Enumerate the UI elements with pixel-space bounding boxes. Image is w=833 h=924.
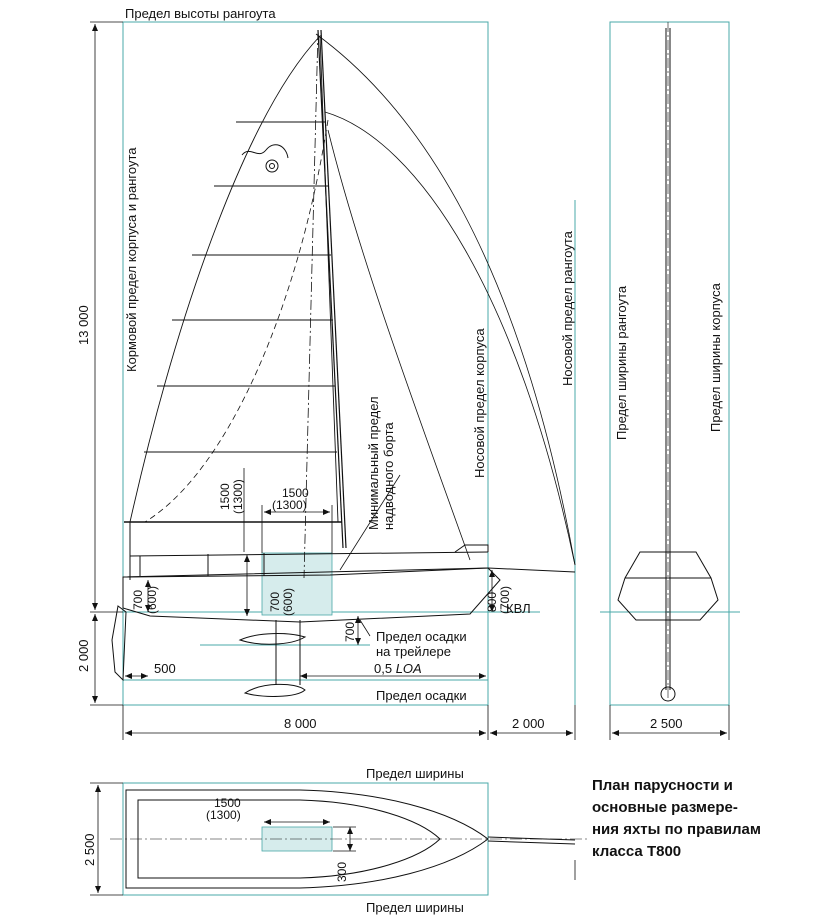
dim-bow-ext: 2 000 bbox=[512, 716, 545, 731]
dimension-lines bbox=[90, 21, 730, 896]
svg-text:класса Т800: класса Т800 bbox=[592, 843, 681, 860]
gennaker bbox=[144, 33, 576, 566]
label-mast-width-limit: Предел ширины рангоута bbox=[614, 285, 629, 440]
label-mast-height-limit: Предел высоты рангоута bbox=[125, 6, 276, 21]
svg-text:основные размере-: основные размере- bbox=[592, 799, 738, 816]
label-freeboard-limit-2: надводного борта bbox=[381, 422, 396, 530]
caption: План парусности и основные размере- ния … bbox=[592, 777, 761, 860]
label-draft-limit: Предел осадки bbox=[376, 688, 467, 703]
sail-logo bbox=[241, 144, 289, 173]
label-trailer-draft-2: на трейлере bbox=[376, 644, 451, 659]
dim-trailer-draft: 700 bbox=[343, 622, 357, 642]
dim-cockpit-l-alt: (1300) bbox=[272, 498, 307, 512]
rudder bbox=[111, 605, 127, 682]
keel bbox=[238, 620, 307, 697]
dim-plan-beam: 2 500 bbox=[82, 833, 97, 866]
dim-cockpit-depth-alt: (600) bbox=[281, 588, 295, 616]
dim-cockpit-depth: 700 bbox=[268, 592, 282, 612]
dim-plan-cockpit-l: 1500 bbox=[214, 796, 241, 810]
mast bbox=[303, 29, 347, 579]
label-loa: 0,5 LOA bbox=[374, 661, 422, 676]
label-bow-hull-limit: Носовой предел корпуса bbox=[472, 328, 487, 478]
cockpit-area-side bbox=[261, 552, 333, 616]
limit-box-side bbox=[122, 21, 576, 706]
mainsail bbox=[129, 34, 339, 523]
front-view bbox=[617, 22, 719, 702]
dim-plan-cockpit-w: 300 bbox=[335, 862, 349, 882]
dim-draft: 2 000 bbox=[76, 639, 91, 672]
svg-text:ния яхты по правилам: ния яхты по правилам bbox=[592, 821, 761, 838]
dim-height-total: 13 000 bbox=[76, 305, 91, 345]
dim-rudder-offset: 500 bbox=[154, 661, 176, 676]
dim-beam: 2 500 bbox=[650, 716, 683, 731]
dim-freeboard-stern-alt: (600) bbox=[145, 586, 159, 614]
label-kvl: КВЛ bbox=[506, 601, 531, 616]
dim-freeboard-bow: 800 bbox=[485, 592, 499, 612]
dim-freeboard-stern: 700 bbox=[131, 590, 145, 610]
dim-cockpit-h-alt: (1300) bbox=[231, 479, 245, 514]
dim-cockpit-h: 1500 bbox=[218, 483, 232, 510]
label-hull-width-limit: Предел ширины корпуса bbox=[708, 282, 723, 432]
label-width-limit-bottom: Предел ширины bbox=[366, 900, 464, 915]
label-trailer-draft-1: Предел осадки bbox=[376, 629, 467, 644]
dim-cockpit-l: 1500 bbox=[282, 486, 309, 500]
label-width-limit-top: Предел ширины bbox=[366, 766, 464, 781]
dim-length: 8 000 bbox=[284, 716, 317, 731]
dim-freeboard-bow-alt: (700) bbox=[498, 586, 512, 614]
label-bow-limit: Носовой предел рангоута bbox=[560, 230, 575, 386]
svg-text:План парусности и: План парусности и bbox=[592, 777, 733, 794]
label-stern-limit: Кормовой предел корпуса и рангоута bbox=[124, 147, 139, 372]
hull-plan bbox=[110, 789, 590, 889]
dim-plan-cockpit-l-alt: (1300) bbox=[206, 808, 241, 822]
label-freeboard-limit-1: Минимальный предел bbox=[366, 396, 381, 530]
